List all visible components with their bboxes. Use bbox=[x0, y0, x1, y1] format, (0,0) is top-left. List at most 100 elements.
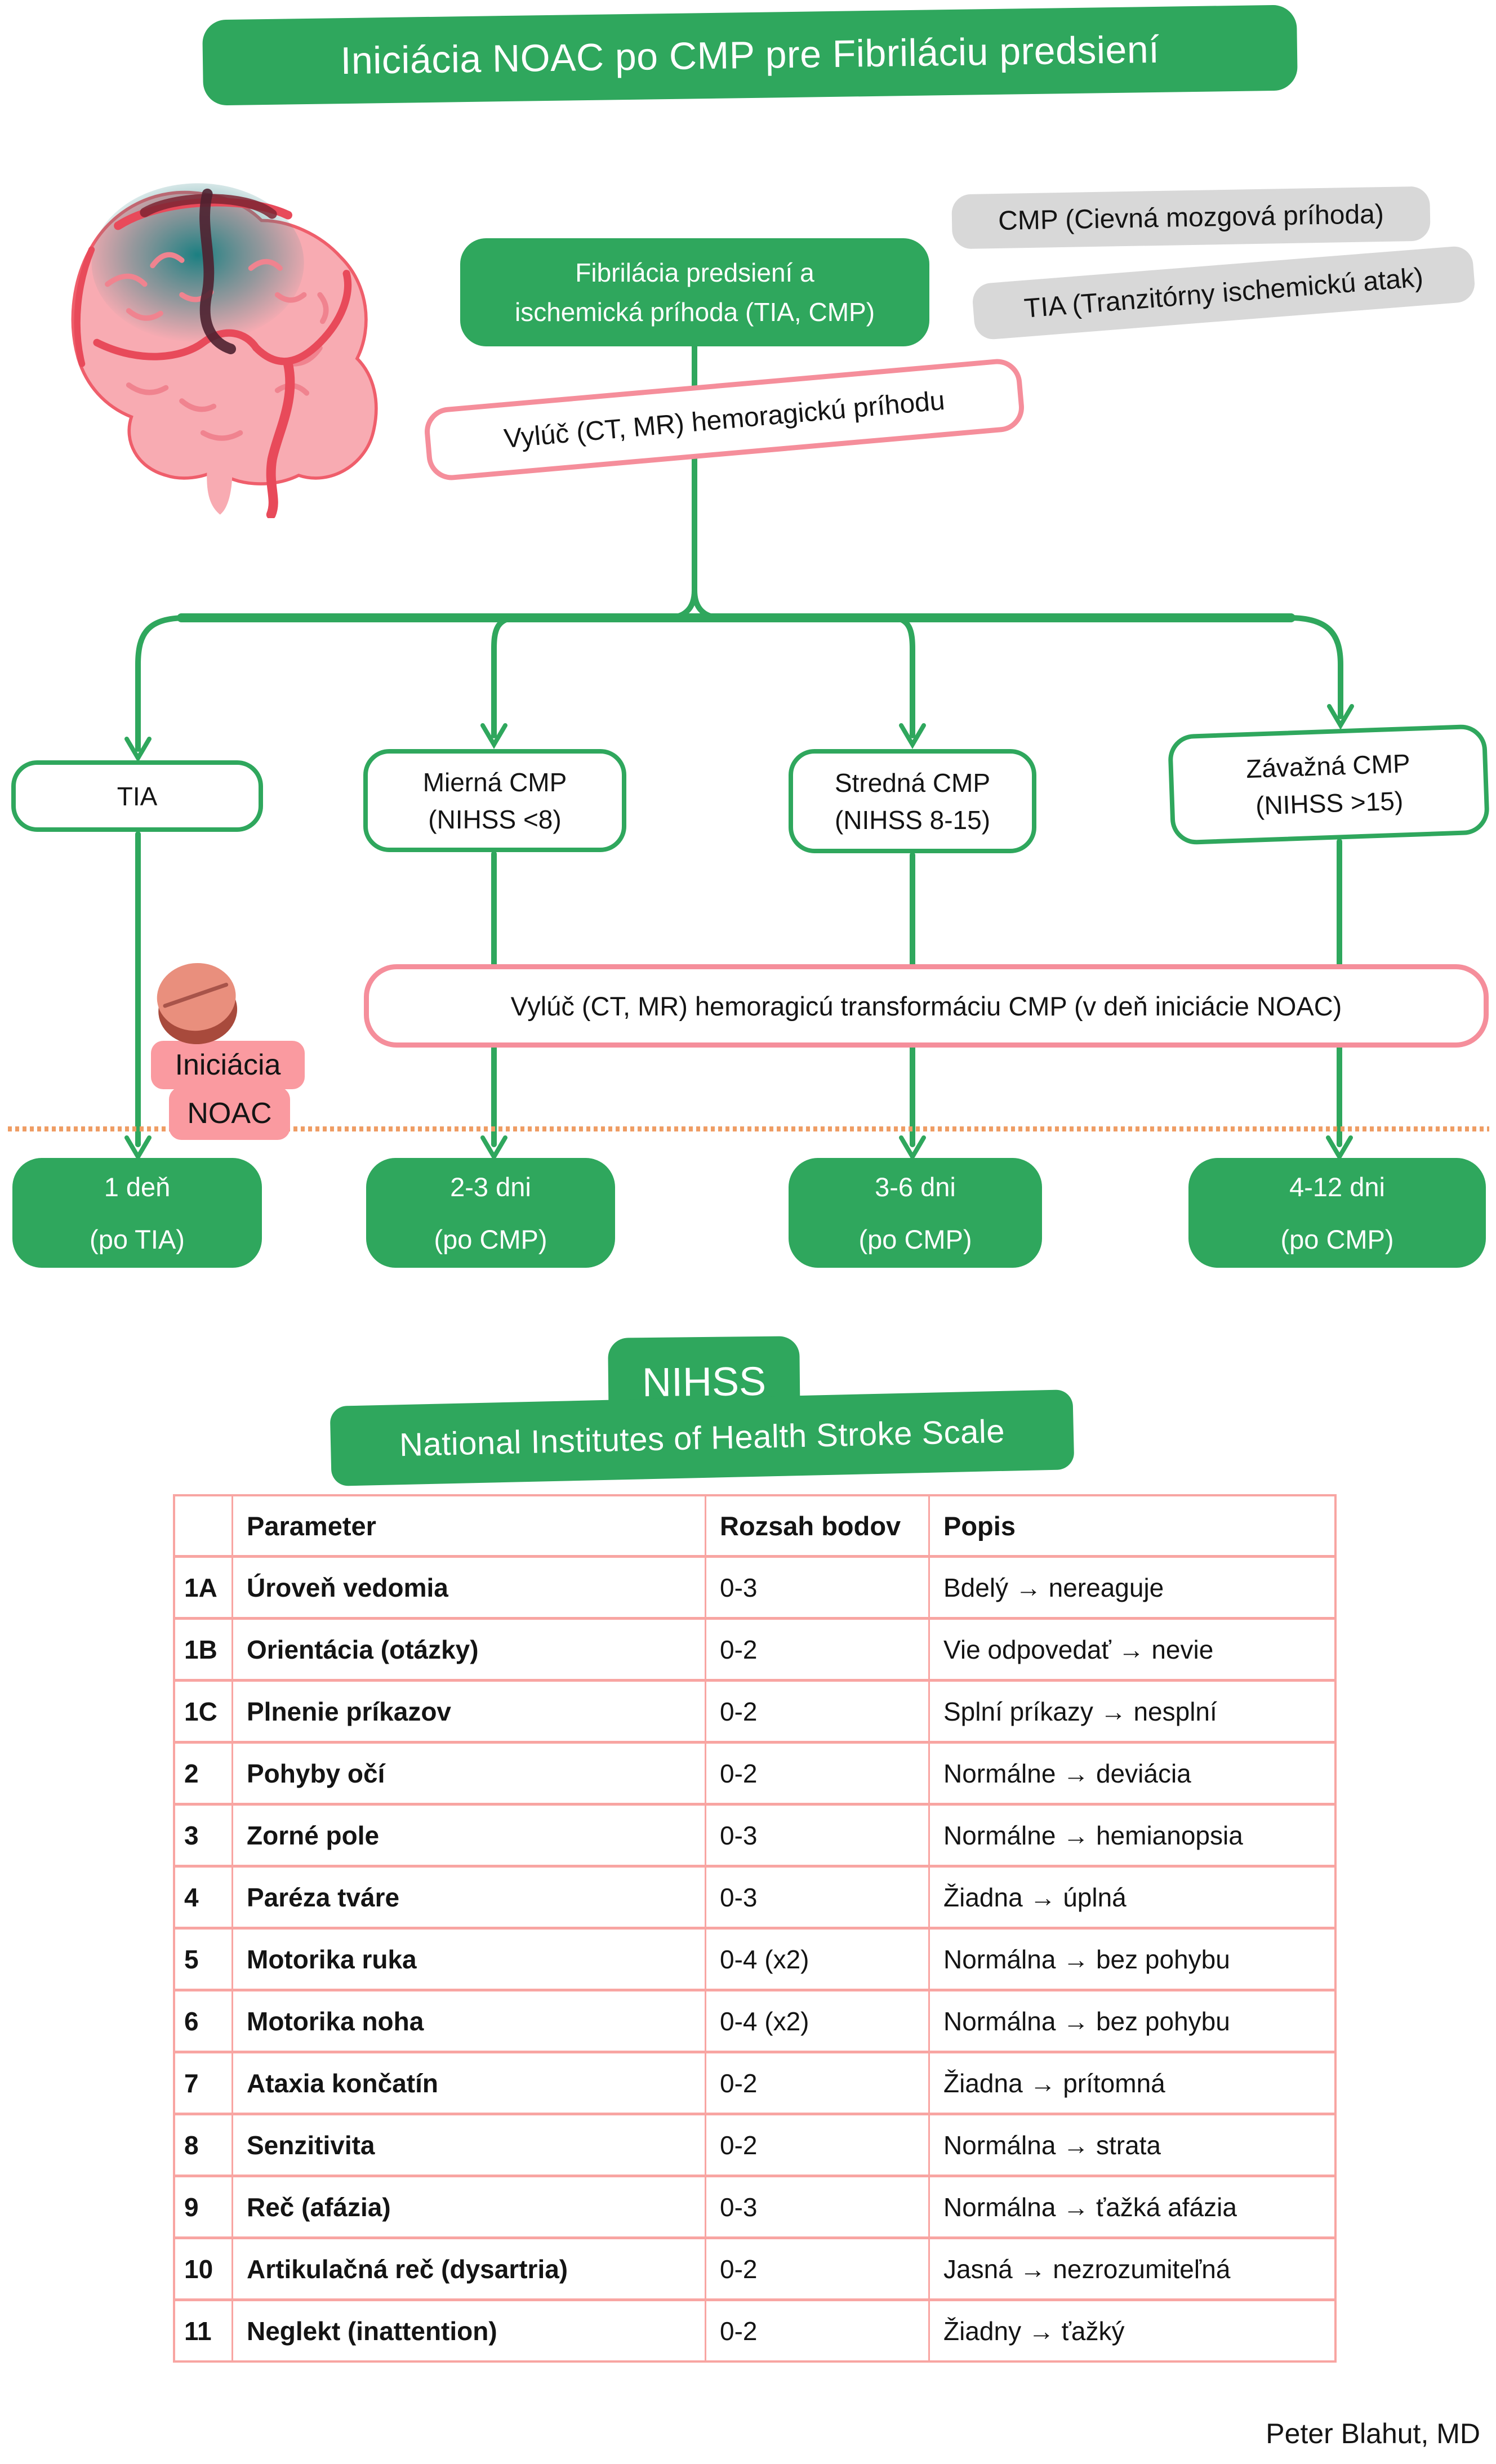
row-id-cell: 5 bbox=[184, 1944, 199, 1974]
table-row: 11 Neglekt (inattention) 0-2 Žiadny → ťa… bbox=[175, 2298, 1334, 2360]
result-mild-line2: (po CMP) bbox=[434, 1224, 547, 1254]
range-cell: 0-2 bbox=[705, 2053, 928, 2113]
branch-moderate-line1: Stredná CMP bbox=[834, 768, 991, 797]
table-row: 5 Motorika ruka 0-4 (x2) Normálna → bez … bbox=[175, 1927, 1334, 1989]
description-cell: Vie odpovedať → nevie bbox=[928, 1620, 1334, 1679]
exclude-transformation-box: Vylúč (CT, MR) hemoragicú transformáciu … bbox=[364, 964, 1489, 1048]
branch-box-tia: TIA bbox=[11, 760, 263, 832]
row-id-cell: 11 bbox=[184, 2316, 212, 2346]
pill-icon bbox=[157, 963, 238, 1045]
row-id-cell: 4 bbox=[184, 1882, 199, 1912]
header-id-cell bbox=[175, 1496, 231, 1555]
nihss-table: Parameter Rozsah bodov Popis 1A Úroveň v… bbox=[173, 1494, 1337, 2363]
row-id-cell: 9 bbox=[184, 2192, 199, 2222]
table-row: 7 Ataxia končatín 0-2 Žiadna → prítomná bbox=[175, 2051, 1334, 2113]
table-row: 6 Motorika noha 0-4 (x2) Normálna → bez … bbox=[175, 1989, 1334, 2051]
table-row: 10 Artikulačná reč (dysartria) 0-2 Jasná… bbox=[175, 2236, 1334, 2298]
description-cell: Žiadny → ťažký bbox=[928, 2301, 1334, 2360]
description-cell: Normálne → deviácia bbox=[928, 1744, 1334, 1803]
description-cell: Normálna → strata bbox=[928, 2115, 1334, 2175]
page-title: Iniciácia NOAC po CMP pre Fibriláciu pre… bbox=[202, 5, 1298, 106]
legend-cmp-badge: CMP (Cievná mozgová príhoda) bbox=[951, 186, 1431, 249]
description-cell: Bdelý → nereaguje bbox=[928, 1558, 1334, 1617]
row-id-cell: 8 bbox=[184, 2130, 199, 2160]
arrowheads-upper bbox=[124, 704, 1354, 763]
range-cell: 0-2 bbox=[705, 2301, 928, 2360]
description-cell: Žiadna → prítomná bbox=[928, 2053, 1334, 2113]
description-cell: Normálna → ťažká afázia bbox=[928, 2177, 1334, 2236]
parameter-cell: Paréza tváre bbox=[231, 1868, 705, 1927]
branch-severe-line2: (NIHSS >15) bbox=[1255, 786, 1404, 821]
description-cell: Žiadna → úplná bbox=[928, 1868, 1334, 1927]
row-id-cell: 1A bbox=[184, 1572, 217, 1602]
result-severe-line1: 4-12 dni bbox=[1289, 1171, 1385, 1202]
table-row: 9 Reč (afázia) 0-3 Normálna → ťažká afáz… bbox=[175, 2175, 1334, 2236]
range-cell: 0-4 (x2) bbox=[705, 1991, 928, 2051]
parameter-cell: Senzitivita bbox=[231, 2115, 705, 2175]
range-cell: 0-2 bbox=[705, 1620, 928, 1679]
row-id-cell: 1B bbox=[184, 1634, 217, 1664]
parameter-cell: Úroveň vedomia bbox=[231, 1558, 705, 1617]
result-tia-line1: 1 deň bbox=[104, 1171, 171, 1202]
page-title-text: Iniciácia NOAC po CMP pre Fibriláciu pre… bbox=[340, 28, 1160, 83]
description-cell: Jasná → nezrozumiteľná bbox=[928, 2239, 1334, 2298]
table-header-row: Parameter Rozsah bodov Popis bbox=[175, 1496, 1334, 1555]
parameter-cell: Ataxia končatín bbox=[231, 2053, 705, 2113]
result-tia-line2: (po TIA) bbox=[90, 1224, 185, 1254]
footer-credit: Peter Blahut, MD bbox=[1266, 2417, 1480, 2450]
branch-box-moderate: Stredná CMP (NIHSS 8-15) bbox=[789, 749, 1036, 853]
description-cell: Splní príkazy → nesplní bbox=[928, 1682, 1334, 1741]
row-id-cell: 3 bbox=[184, 1820, 199, 1850]
table-row: 1B Orientácia (otázky) 0-2 Vie odpovedať… bbox=[175, 1617, 1334, 1679]
parameter-cell: Plnenie príkazov bbox=[231, 1682, 705, 1741]
noac-timeline-divider bbox=[8, 1126, 1489, 1131]
branch-box-severe: Závažná CMP(NIHSS >15) bbox=[1167, 724, 1490, 845]
result-box-tia: 1 deň (po TIA) bbox=[12, 1158, 262, 1268]
range-cell: 0-4 (x2) bbox=[705, 1930, 928, 1989]
range-cell: 0-3 bbox=[705, 1806, 928, 1865]
branch-tia-line1: TIA bbox=[117, 781, 158, 811]
range-cell: 0-2 bbox=[705, 1682, 928, 1741]
parameter-cell: Pohyby očí bbox=[231, 1744, 705, 1803]
range-cell: 0-3 bbox=[705, 1868, 928, 1927]
connector-trunk bbox=[135, 342, 1343, 752]
result-moderate-line2: (po CMP) bbox=[858, 1224, 972, 1254]
occluded-vessel bbox=[140, 188, 277, 355]
root-condition-box: Fibrilácia predsiení a ischemická príhod… bbox=[460, 238, 929, 346]
row-id-cell: 2 bbox=[184, 1758, 199, 1788]
header-description-cell: Popis bbox=[928, 1496, 1334, 1555]
table-row: 8 Senzitivita 0-2 Normálna → strata bbox=[175, 2113, 1334, 2175]
exclude-transformation-text: Vylúč (CT, MR) hemoragicú transformáciu … bbox=[510, 991, 1342, 1021]
footer-credit-text: Peter Blahut, MD bbox=[1266, 2418, 1480, 2449]
result-moderate-line1: 3-6 dni bbox=[875, 1171, 956, 1202]
range-cell: 0-2 bbox=[705, 2115, 928, 2175]
branch-severe-line1: Závažná CMP bbox=[1245, 748, 1411, 784]
branch-mild-line2: (NIHSS <8) bbox=[428, 804, 562, 834]
row-id-cell: 1C bbox=[184, 1696, 217, 1726]
table-row: 1A Úroveň vedomia 0-3 Bdelý → nereaguje bbox=[175, 1555, 1334, 1617]
ischemia-patch bbox=[91, 183, 304, 343]
table-row: 4 Paréza tváre 0-3 Žiadna → úplná bbox=[175, 1865, 1334, 1927]
table-row: 1C Plnenie príkazov 0-2 Splní príkazy → … bbox=[175, 1679, 1334, 1741]
parameter-cell: Artikulačná reč (dysartria) bbox=[231, 2239, 705, 2298]
root-line1: Fibrilácia predsiení a bbox=[575, 258, 814, 287]
branch-box-mild: Mierná CMP(NIHSS <8) bbox=[363, 749, 626, 852]
branch-moderate-line2: (NIHSS 8-15) bbox=[834, 805, 991, 835]
result-severe-line2: (po CMP) bbox=[1280, 1224, 1394, 1254]
noac-label-line2: NOAC bbox=[169, 1087, 290, 1140]
range-cell: 0-2 bbox=[705, 1744, 928, 1803]
header-range-cell: Rozsah bodov bbox=[705, 1496, 928, 1555]
header-parameter-cell: Parameter bbox=[231, 1496, 705, 1555]
range-cell: 0-3 bbox=[705, 2177, 928, 2236]
description-cell: Normálna → bez pohybu bbox=[928, 1991, 1334, 2051]
parameter-cell: Motorika ruka bbox=[231, 1930, 705, 1989]
parameter-cell: Reč (afázia) bbox=[231, 2177, 705, 2236]
description-cell: Normálna → bez pohybu bbox=[928, 1930, 1334, 1989]
legend-cmp-text: CMP (Cievná mozgová príhoda) bbox=[998, 199, 1384, 236]
arrowheads-lower bbox=[124, 1135, 1353, 1161]
root-line2: ischemická príhoda (TIA, CMP) bbox=[514, 297, 875, 327]
range-cell: 0-3 bbox=[705, 1558, 928, 1617]
row-id-cell: 7 bbox=[184, 2068, 199, 2098]
row-id-cell: 10 bbox=[184, 2254, 213, 2284]
brain-gyri bbox=[105, 252, 329, 441]
